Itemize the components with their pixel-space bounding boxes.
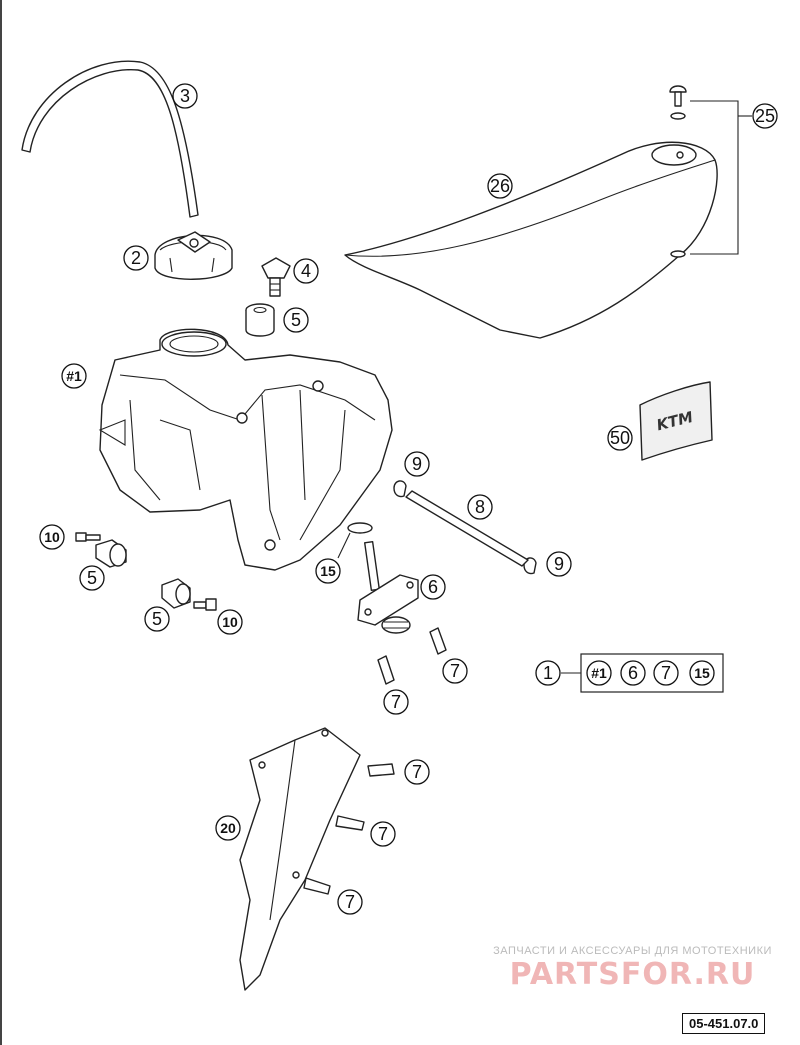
svg-text:7: 7 [378,824,388,844]
seat-screw [669,85,687,258]
fuel-cap [154,231,233,280]
svg-text:5: 5 [152,609,162,629]
callout-9-upper[interactable]: 9 [404,451,430,477]
svg-text:7: 7 [391,692,401,712]
callout-4[interactable]: 4 [293,258,319,284]
svg-text:5: 5 [87,568,97,588]
side-panel [239,727,361,991]
rubber-bushing-middle [161,578,191,609]
screw-panel-1 [367,763,395,777]
svg-text:#1: #1 [591,665,607,681]
callout-15[interactable]: 15 [315,558,341,584]
svg-text:25: 25 [755,106,775,126]
callout-10-left[interactable]: 10 [39,524,65,550]
fuel-hose [405,490,529,567]
watermark-tagline: ЗАПЧАСТИ И АКСЕССУАРЫ ДЛЯ МОТОТЕХНИКИ [493,945,772,957]
svg-text:8: 8 [475,497,485,517]
svg-text:5: 5 [291,310,301,330]
callout-7-tap-right[interactable]: 7 [442,658,468,684]
callout-20[interactable]: 20 [215,815,241,841]
callout-kit-7[interactable]: 7 [653,660,679,686]
svg-text:10: 10 [44,529,60,545]
ktm-decal: KTM [639,381,713,461]
svg-text:6: 6 [428,577,438,597]
screw-panel-2 [335,815,365,831]
rubber-bushing-top [245,303,275,337]
o-ring [347,522,373,534]
callout-7-tap-lower[interactable]: 7 [383,689,409,715]
svg-text:7: 7 [345,892,355,912]
callout-kit-15[interactable]: 15 [689,660,715,686]
callout-5-top[interactable]: 5 [283,307,309,333]
callout-2[interactable]: 2 [123,245,149,271]
drawing-code: 05-451.07.0 [682,1013,766,1034]
svg-text:50: 50 [610,428,630,448]
fuel-tank [98,328,393,571]
callout-1-kit[interactable]: 1 [535,660,561,686]
bolt-left [75,532,101,542]
callout-25[interactable]: 25 [752,103,778,129]
callout-kit-1[interactable]: #1 [586,660,612,686]
callout-6[interactable]: 6 [420,574,446,600]
svg-text:7: 7 [450,661,460,681]
svg-text:6: 6 [628,663,638,683]
watermark-brand: PARTSFOR.RU [509,957,756,992]
svg-text:9: 9 [412,454,422,474]
svg-text:#1: #1 [66,368,82,384]
callout-5-left[interactable]: 5 [79,565,105,591]
callout-9-lower[interactable]: 9 [546,551,572,577]
callout-7-panel-3[interactable]: 7 [337,889,363,915]
callout-3[interactable]: 3 [172,83,198,109]
svg-text:20: 20 [220,820,236,836]
callout-kit-6[interactable]: 6 [620,660,646,686]
rubber-bushing-left [95,539,127,568]
screw-tap-1 [429,627,447,655]
screw-tap-2 [377,655,395,685]
callout-10-middle[interactable]: 10 [217,609,243,635]
callout-5-middle[interactable]: 5 [144,606,170,632]
svg-text:7: 7 [661,663,671,683]
watermark: ЗАПЧАСТИ И АКСЕССУАРЫ ДЛЯ МОТОТЕХНИКИ PA… [470,945,795,992]
callout-50[interactable]: 50 [607,425,633,451]
seat [344,141,718,339]
callout-1-tank[interactable]: #1 [61,363,87,389]
kit-group-box [561,653,724,693]
callout-8[interactable]: 8 [467,494,493,520]
screw-panel-3 [303,877,331,895]
breather-hose [21,60,199,218]
svg-text:1: 1 [543,663,553,683]
mounting-bolt [261,257,291,297]
svg-text:15: 15 [320,563,336,579]
hose-clamp-upper [393,480,407,498]
svg-text:4: 4 [301,261,311,281]
bolt-middle [193,598,217,611]
svg-text:9: 9 [554,554,564,574]
svg-text:7: 7 [412,762,422,782]
callout-26[interactable]: 26 [487,173,513,199]
svg-text:3: 3 [180,86,190,106]
callout-7-panel-1[interactable]: 7 [404,759,430,785]
svg-text:26: 26 [490,176,510,196]
svg-text:2: 2 [131,248,141,268]
fuel-tap [357,540,419,634]
svg-text:10: 10 [222,614,238,630]
callout-7-panel-2[interactable]: 7 [370,821,396,847]
svg-text:15: 15 [694,665,710,681]
